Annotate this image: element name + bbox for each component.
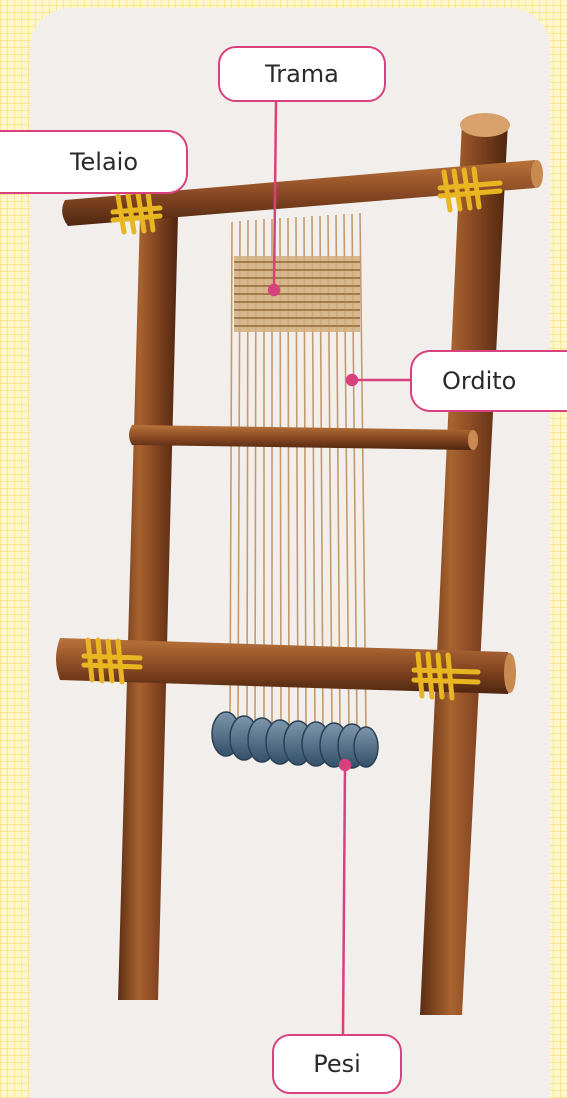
loom-weights (212, 712, 378, 768)
left-post (118, 215, 178, 1000)
label-telaio: Telaio (0, 130, 188, 194)
label-pesi: Pesi (272, 1034, 402, 1094)
right-post (420, 122, 508, 1015)
right-post-top (460, 113, 510, 137)
label-ordito: Ordito (410, 350, 567, 412)
middle-rod (129, 425, 475, 450)
label-trama: Trama (218, 46, 386, 102)
weft-weave (234, 256, 360, 332)
